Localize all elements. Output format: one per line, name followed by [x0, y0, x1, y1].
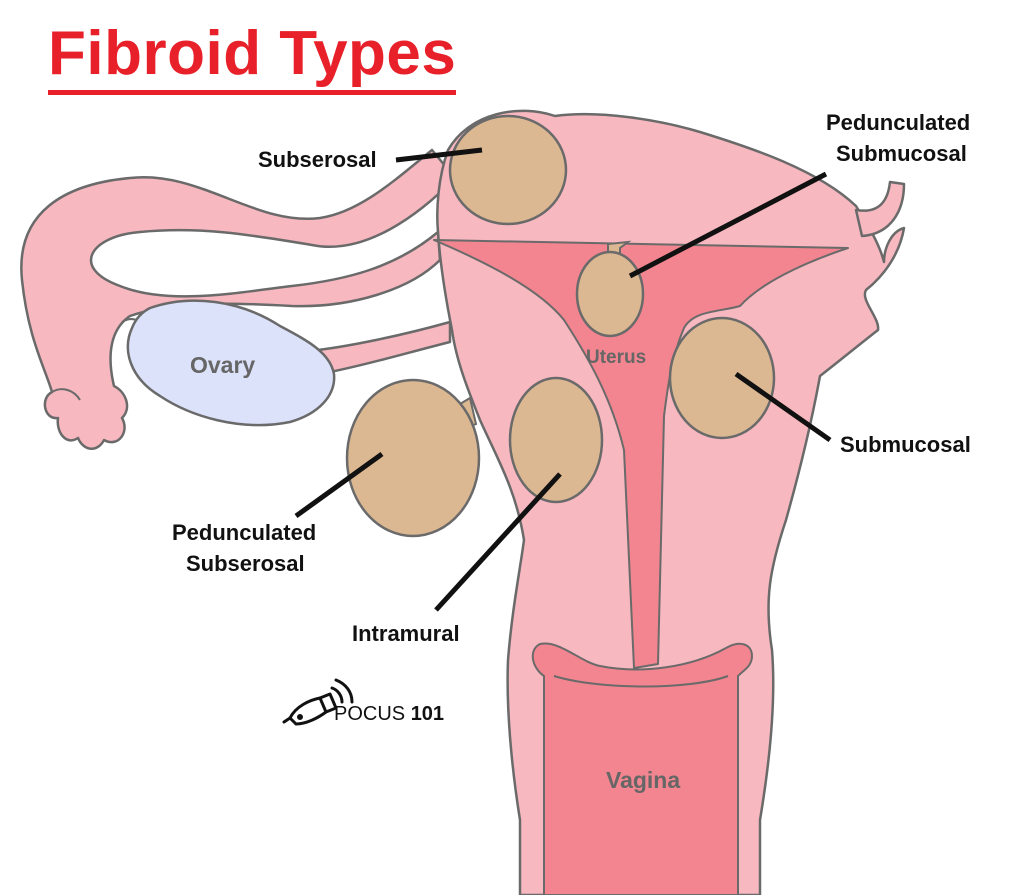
label-uterus: Uterus: [586, 347, 647, 368]
submucosal-fibroid: [668, 316, 776, 440]
subserosal-fibroid: [448, 114, 568, 226]
leader-intramural: [434, 472, 562, 612]
label-pedunculated-subserosal-line2: Subserosal: [186, 551, 305, 576]
pedunculated-subserosal-fibroid: [345, 378, 481, 538]
page-title: Fibroid Types: [48, 18, 457, 95]
ovarian-ligament: [316, 320, 452, 374]
logo-name: POCUS: [334, 703, 406, 725]
leader-submucosal: [734, 371, 832, 443]
logo-number: 101: [410, 703, 445, 725]
ultrasound-probe-icon: [282, 678, 354, 726]
leader-subserosal: [395, 147, 483, 163]
label-intramural: Intramural: [352, 621, 460, 646]
label-ovary: Ovary: [190, 352, 256, 378]
ovary: [126, 299, 336, 427]
label-pedunculated-subserosal-line1: Pedunculated: [172, 520, 317, 545]
label-submucosal: Submucosal: [840, 432, 971, 457]
left-fallopian-tube: [20, 148, 457, 450]
uterine-cavity: [433, 239, 849, 669]
leader-pedunculated-submucosal: [628, 171, 828, 279]
label-pedunculated-submucosal-line2: Submucosal: [836, 141, 967, 166]
logo: POCUS 101: [334, 703, 444, 726]
label-subserosal: Subserosal: [258, 147, 377, 172]
pedunculated-submucosal-fibroid: [575, 250, 645, 338]
leader-pedunculated-subserosal: [294, 451, 384, 519]
label-vagina: Vagina: [606, 767, 681, 793]
intramural-fibroid: [508, 376, 604, 504]
vagina: [531, 642, 753, 895]
label-pedunculated-submucosal-line1: Pedunculated: [826, 110, 971, 135]
